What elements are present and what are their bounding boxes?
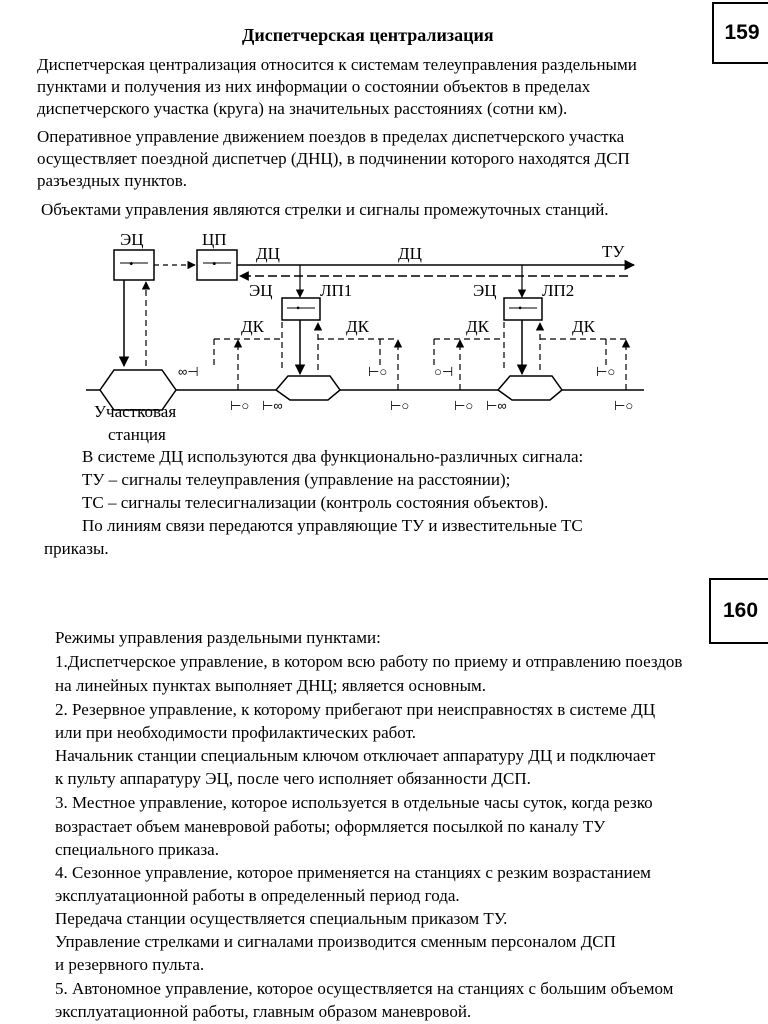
station-label-line1: Участковая <box>94 402 176 421</box>
list-line: специального приказа. <box>55 840 219 859</box>
list-line: 3. Местное управление, которое используе… <box>55 793 653 812</box>
station-label-line2: станция <box>108 425 166 444</box>
paragraph-line: Объектами управления являются стрелки и … <box>41 200 609 219</box>
list-line: Передача станции осуществляется специаль… <box>55 909 508 928</box>
dc-system-diagram: ЭЦ ЦП ДЦ ДЦ ТУ • • ЭЦ ЭЦ ЛП1 ЛП2 • • ДК … <box>86 230 644 444</box>
lp2-box <box>503 297 543 321</box>
paragraph-line: разъездных пунктов. <box>37 171 188 190</box>
svg-text:⊢○: ⊢○ <box>390 398 409 413</box>
ec-label-lp1: ЭЦ <box>249 281 273 300</box>
dc-label-left: ДЦ <box>256 244 280 263</box>
list-line: Начальник станции специальным ключом отк… <box>55 746 656 765</box>
svg-text:○⊣: ○⊣ <box>434 364 453 379</box>
paragraph-line: приказы. <box>44 539 109 558</box>
lp1-box <box>281 297 321 321</box>
list-line: 5. Автономное управление, которое осущес… <box>55 979 674 998</box>
paragraph-line: В системе ДЦ используются два функционал… <box>82 447 584 466</box>
paragraph-line: Диспетчерская централизация относится к … <box>37 55 637 74</box>
paragraph-line: По линиям связи передаются управляющие Т… <box>82 516 583 535</box>
dk-label: ДК <box>466 317 490 336</box>
list-line: к пульту аппаратуру ЭЦ, после чего испол… <box>55 769 531 788</box>
svg-text:⊢○: ⊢○ <box>596 364 615 379</box>
list-line: эксплуатационной работы в определенный п… <box>55 886 460 905</box>
list-line: Управление стрелками и сигналами произво… <box>55 932 616 951</box>
list-line: на линейных пунктах выполняет ДНЦ; являе… <box>55 676 487 695</box>
page-number-badge: 159 <box>712 2 768 64</box>
ec-label-lp2: ЭЦ <box>473 281 497 300</box>
svg-text:⊢○: ⊢○ <box>368 364 387 379</box>
list-line: 1.Диспетчерское управление, в котором вс… <box>55 652 683 671</box>
lp2-station-shape <box>496 375 564 401</box>
list-line: Режимы управления раздельными пунктами: <box>55 628 381 647</box>
ec-label: ЭЦ <box>120 230 144 249</box>
district-station-shape <box>99 369 177 411</box>
paragraph-line: пунктами и получения из них информации о… <box>37 77 591 96</box>
page-number-text: 159 <box>724 21 760 44</box>
list-line: возрастает объем маневровой работы; офор… <box>55 817 606 836</box>
svg-text:∞⊣: ∞⊣ <box>178 364 199 379</box>
dk-label: ДК <box>572 317 596 336</box>
svg-text:⊢○: ⊢○ <box>454 398 473 413</box>
list-line: или при необходимости профилактических р… <box>55 723 416 742</box>
list-line: эксплуатационной работы, главным образом… <box>55 1002 472 1021</box>
lp2-label: ЛП2 <box>542 281 574 300</box>
dk-label: ДК <box>346 317 370 336</box>
lp1-station-shape <box>274 375 342 401</box>
tu-label: ТУ <box>602 242 625 261</box>
list-line: 2. Резервное управление, к которому приб… <box>55 700 656 719</box>
cp-label: ЦП <box>202 230 227 249</box>
svg-text:⊢∞: ⊢∞ <box>262 398 283 413</box>
paragraph-line: осуществляет поездной диспетчер (ДНЦ), в… <box>37 149 630 168</box>
slide-title: Диспетчерская централизация <box>242 25 494 45</box>
dk-label: ДК <box>241 317 265 336</box>
dc-label-middle: ДЦ <box>398 244 422 263</box>
page-number-text: 160 <box>722 599 759 622</box>
svg-text:⊢○: ⊢○ <box>614 398 633 413</box>
lp1-label: ЛП1 <box>320 281 352 300</box>
paragraph-line: ТС – сигналы телесигнализации (контроль … <box>82 493 549 512</box>
ec-box <box>113 249 155 281</box>
paragraph-line: диспетчерского участка (круга) на значит… <box>37 99 568 118</box>
list-line: 4. Сезонное управление, которое применяе… <box>55 863 651 882</box>
cp-box <box>196 249 238 281</box>
list-line: и резервного пульта. <box>55 955 205 974</box>
paragraph-line: ТУ – сигналы телеуправления (управление … <box>82 470 511 489</box>
svg-text:⊢∞: ⊢∞ <box>486 398 507 413</box>
svg-text:⊢○: ⊢○ <box>230 398 249 413</box>
paragraph-line: Оперативное управление движением поездов… <box>37 127 625 146</box>
page-number-badge: 160 <box>709 578 768 644</box>
